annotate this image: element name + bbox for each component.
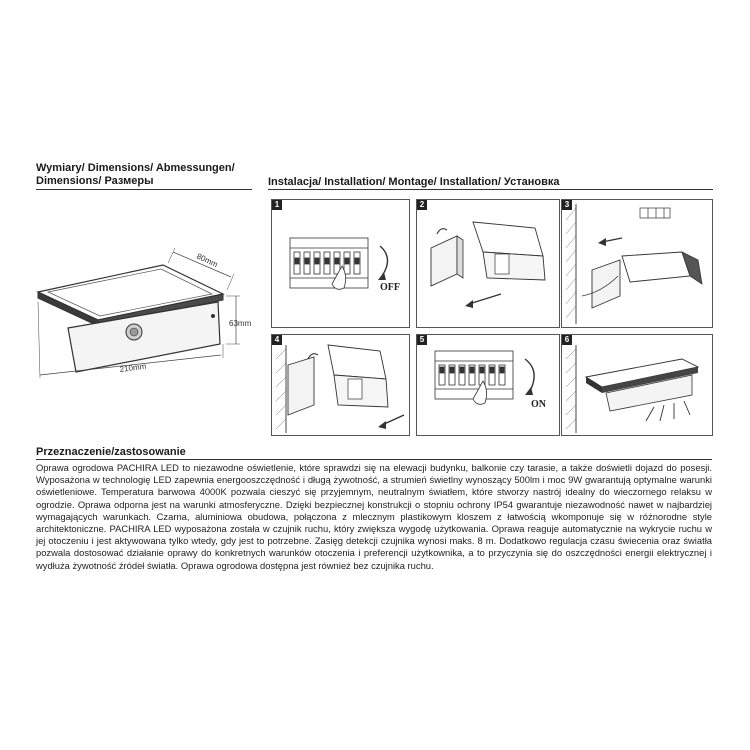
cable-icon [581,275,619,297]
width-dimension-label: 210mm [119,362,147,374]
lamp-housing [472,221,544,257]
lamp-housing [327,344,387,380]
screw-arrow-icon [307,353,319,360]
screw-arrow-icon [436,228,448,235]
lamp-housing [621,251,691,283]
mounting-bracket [591,259,621,309]
mounting-bracket [287,356,315,416]
step-number: 1 [272,200,282,210]
breaker-panel [434,350,514,400]
install-step-4: 4 [271,334,410,436]
installation-heading-rule [268,189,713,190]
hand-icon [472,380,487,405]
install-step-5: 5 ON [416,334,560,436]
wall-hatching [565,348,577,430]
light-rays-icon [645,400,691,422]
turn-on-arrow-icon [524,358,535,394]
install-step-2: 2 [416,199,560,328]
install-step-3: 3 [561,199,713,328]
lamp-top-inner [46,268,214,317]
description-title-rule [36,459,712,460]
lamp-body [67,301,221,373]
installation-heading: Instalacja/ Installation/ Montage/ Insta… [268,176,560,188]
turn-off-arrow-icon [379,245,389,277]
hand-icon [331,265,346,290]
install-step-1: 1 OFF [271,199,410,328]
step-number: 4 [272,335,282,345]
wall-hatching [565,207,577,319]
lamp-dimension-drawing: 80mm 63mm 210mm [36,247,252,379]
move-arrow-icon [468,293,502,305]
dimensions-heading-line2: Dimensions/ Размеры [36,175,154,187]
installed-lamp-body [605,374,693,412]
step-number: 6 [562,335,572,345]
dimensions-heading-rule [36,189,252,190]
dimensions-heading: Wymiary/ Dimensions/ Abmessungen/ Dimens… [36,162,235,188]
on-label: ON [531,399,547,410]
dimensions-heading-line1: Wymiary/ Dimensions/ Abmessungen/ [36,162,235,174]
step-number: 2 [417,200,427,210]
description-title: Przeznaczenie/zastosowanie [36,446,186,458]
install-step-6: 6 [561,334,713,436]
step-number: 3 [562,200,572,210]
off-label: OFF [380,282,400,293]
terminal-block-icon [639,207,671,219]
description-text: Oprawa ogrodowa PACHIRA LED to niezawodn… [36,462,712,571]
step-number: 5 [417,335,427,345]
wall-hatching [275,348,287,430]
mounting-bracket [430,235,458,287]
breaker-panel [289,237,369,289]
height-dimension-label: 63mm [229,319,252,328]
